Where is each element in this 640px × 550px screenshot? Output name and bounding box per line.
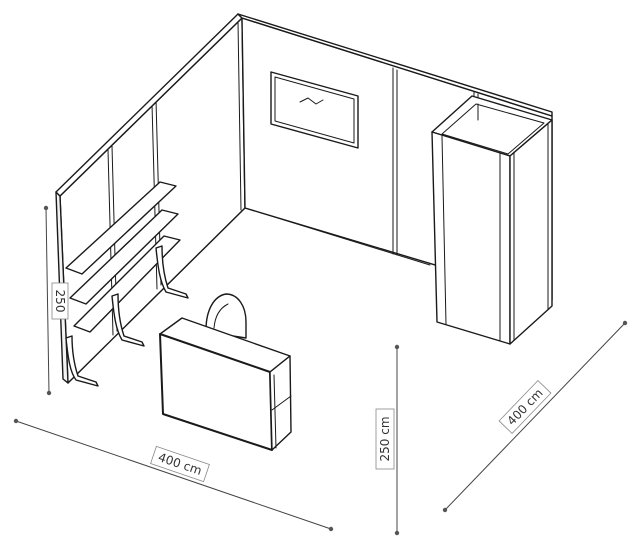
left-height-dimension: 250 — [43, 205, 69, 396]
side-depth-label-bg — [498, 380, 552, 434]
side-depth-label: 400 cm — [504, 386, 545, 428]
left-height-label: 250 — [53, 290, 67, 313]
chair — [205, 293, 247, 339]
wall-screen — [270, 71, 359, 149]
shelving-unit — [65, 181, 189, 387]
left-height-label-bg — [51, 282, 69, 320]
floor — [67, 207, 431, 384]
side-depth-dimension: 400 cm — [442, 320, 628, 513]
height-label-bg — [375, 408, 395, 470]
reception-counter — [159, 317, 292, 451]
height-label: 250 cm — [378, 416, 392, 461]
storage-cabin — [431, 95, 553, 345]
front-width-label-bg — [150, 445, 210, 483]
height-dimension: 250 cm — [375, 344, 400, 536]
